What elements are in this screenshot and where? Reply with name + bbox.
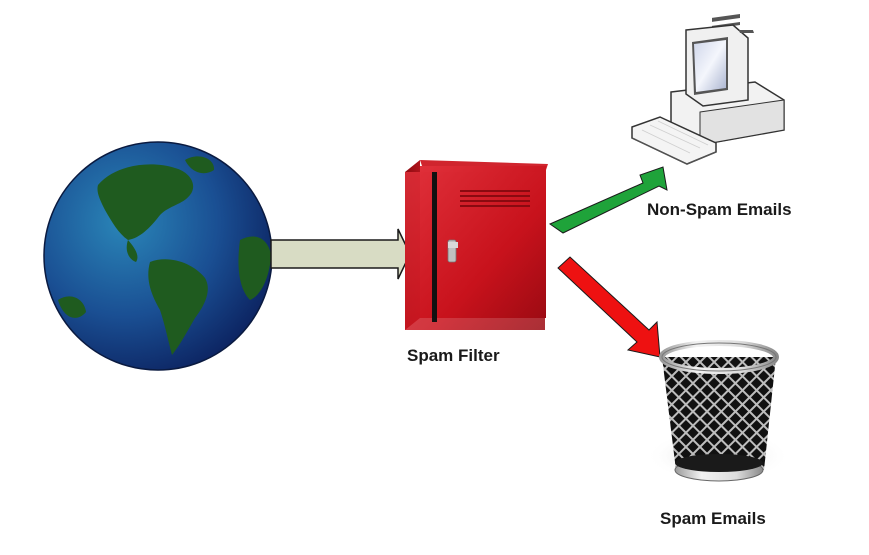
- computer-icon: [631, 13, 785, 165]
- locker-icon: [405, 160, 548, 330]
- globe-icon: [43, 141, 273, 371]
- spam-filter-label: Spam Filter: [407, 346, 500, 365]
- trash-bin-icon: [646, 340, 790, 482]
- arrow-filter-to-trash: [557, 256, 661, 358]
- spam-emails-label: Spam Emails: [660, 509, 766, 528]
- arrow-filter-to-inbox: [548, 166, 668, 234]
- non-spam-emails-label: Non-Spam Emails: [647, 200, 792, 219]
- arrow-internet-to-filter: [270, 228, 411, 280]
